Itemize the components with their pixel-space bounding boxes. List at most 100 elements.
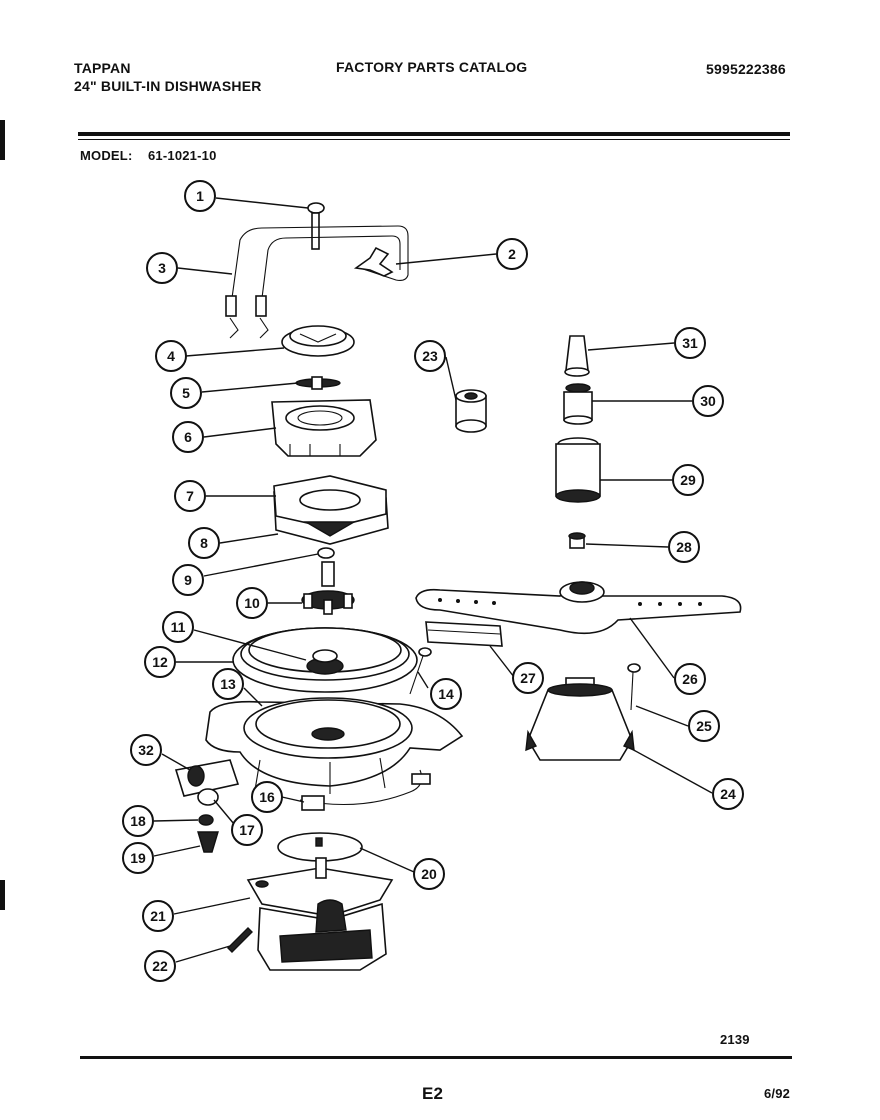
svg-text:30: 30 <box>700 393 716 409</box>
callout-10: 10 <box>236 587 268 619</box>
svg-text:11: 11 <box>171 619 186 635</box>
revision-date: 6/92 <box>764 1086 791 1101</box>
brand-name: TAPPAN <box>74 60 131 76</box>
svg-text:28: 28 <box>676 539 692 555</box>
leader-line <box>153 845 201 857</box>
callout-12: 12 <box>144 646 176 678</box>
leader-line <box>395 253 497 265</box>
drawing-number: 2139 <box>720 1032 750 1047</box>
part-cap-28 <box>568 532 586 549</box>
callout-24: 24 <box>712 778 744 810</box>
leader-line <box>243 687 263 707</box>
svg-text:12: 12 <box>152 654 168 670</box>
svg-text:14: 14 <box>438 686 454 702</box>
svg-text:16: 16 <box>259 789 275 805</box>
callout-25: 25 <box>688 710 720 742</box>
part-screw-25 <box>627 663 641 711</box>
svg-text:29: 29 <box>680 472 696 488</box>
part-spray-tube-lower <box>555 437 601 503</box>
product-name: 24" BUILT-IN DISHWASHER <box>74 78 262 94</box>
leader-line <box>587 342 675 351</box>
part-deflector-bar <box>425 621 503 647</box>
part-pump-housing <box>271 399 377 457</box>
svg-text:25: 25 <box>696 718 712 734</box>
part-pump-seal-ring <box>232 627 418 693</box>
callout-27: 27 <box>512 662 544 694</box>
svg-text:24: 24 <box>720 786 736 802</box>
svg-text:17: 17 <box>239 822 255 838</box>
callout-18: 18 <box>122 805 154 837</box>
callout-11: 11 <box>162 611 194 643</box>
callout-28: 28 <box>668 531 700 563</box>
part-bracket <box>353 246 394 277</box>
callout-30: 30 <box>692 385 724 417</box>
part-disc <box>277 832 363 862</box>
leader-line <box>175 945 231 963</box>
leader-line <box>203 553 319 577</box>
callout-32: 32 <box>130 734 162 766</box>
callout-6: 6 <box>172 421 204 453</box>
callout-16: 16 <box>251 781 283 813</box>
callout-14: 14 <box>430 678 462 710</box>
svg-text:9: 9 <box>184 572 192 588</box>
part-o-ring <box>198 814 214 826</box>
callout-26: 26 <box>674 663 706 695</box>
leader-line <box>193 629 307 661</box>
svg-text:32: 32 <box>138 742 154 758</box>
leader-line <box>201 382 299 393</box>
part-washer <box>317 547 335 559</box>
svg-text:5: 5 <box>182 385 190 401</box>
svg-text:23: 23 <box>422 348 438 364</box>
leader-line <box>177 267 233 275</box>
callout-13: 13 <box>212 668 244 700</box>
svg-text:31: 31 <box>682 335 698 351</box>
part-grommet <box>197 788 219 806</box>
svg-text:13: 13 <box>220 676 236 692</box>
callout-19: 19 <box>122 842 154 874</box>
callout-1: 1 <box>184 180 216 212</box>
leader-line <box>173 897 251 915</box>
model-number: 61-1021-10 <box>148 148 217 163</box>
leader-line <box>635 705 689 727</box>
part-nut <box>307 202 325 250</box>
callout-29: 29 <box>672 464 704 496</box>
svg-text:4: 4 <box>167 348 175 364</box>
leader-line <box>203 427 277 438</box>
part-spacer <box>455 389 487 433</box>
svg-text:20: 20 <box>421 866 437 882</box>
page-number: E2 <box>422 1084 444 1103</box>
callout-20: 20 <box>413 858 445 890</box>
leader-line <box>629 747 713 794</box>
svg-text:22: 22 <box>152 958 168 974</box>
leader-line <box>489 645 515 678</box>
callout-7: 7 <box>174 480 206 512</box>
svg-text:27: 27 <box>520 670 536 686</box>
svg-text:7: 7 <box>186 488 194 504</box>
part-nozzle <box>564 335 590 377</box>
leader-line <box>215 197 309 209</box>
catalog-title: FACTORY PARTS CATALOG <box>336 59 528 75</box>
svg-text:19: 19 <box>130 850 146 866</box>
part-spray-tube-upper <box>563 383 593 425</box>
part-water-tube <box>225 225 409 339</box>
callout-23: 23 <box>414 340 446 372</box>
leader-line <box>153 819 199 822</box>
part-clamp <box>299 769 431 811</box>
callout-21: 21 <box>142 900 174 932</box>
part-drain-fitting <box>174 759 240 797</box>
leader-line <box>161 753 191 771</box>
callout-22: 22 <box>144 950 176 982</box>
leader-line <box>219 533 279 544</box>
callout-2: 2 <box>496 238 528 270</box>
svg-text:8: 8 <box>200 535 208 551</box>
svg-text:2: 2 <box>508 246 516 262</box>
model-label: MODEL: <box>80 148 133 163</box>
leader-line <box>417 671 429 689</box>
catalog-number: 5995222386 <box>706 61 786 77</box>
header-rule-thick <box>78 132 790 136</box>
part-screw-14 <box>409 647 432 695</box>
callout-17: 17 <box>231 814 263 846</box>
callout-31: 31 <box>674 327 706 359</box>
leader-line <box>213 799 235 825</box>
